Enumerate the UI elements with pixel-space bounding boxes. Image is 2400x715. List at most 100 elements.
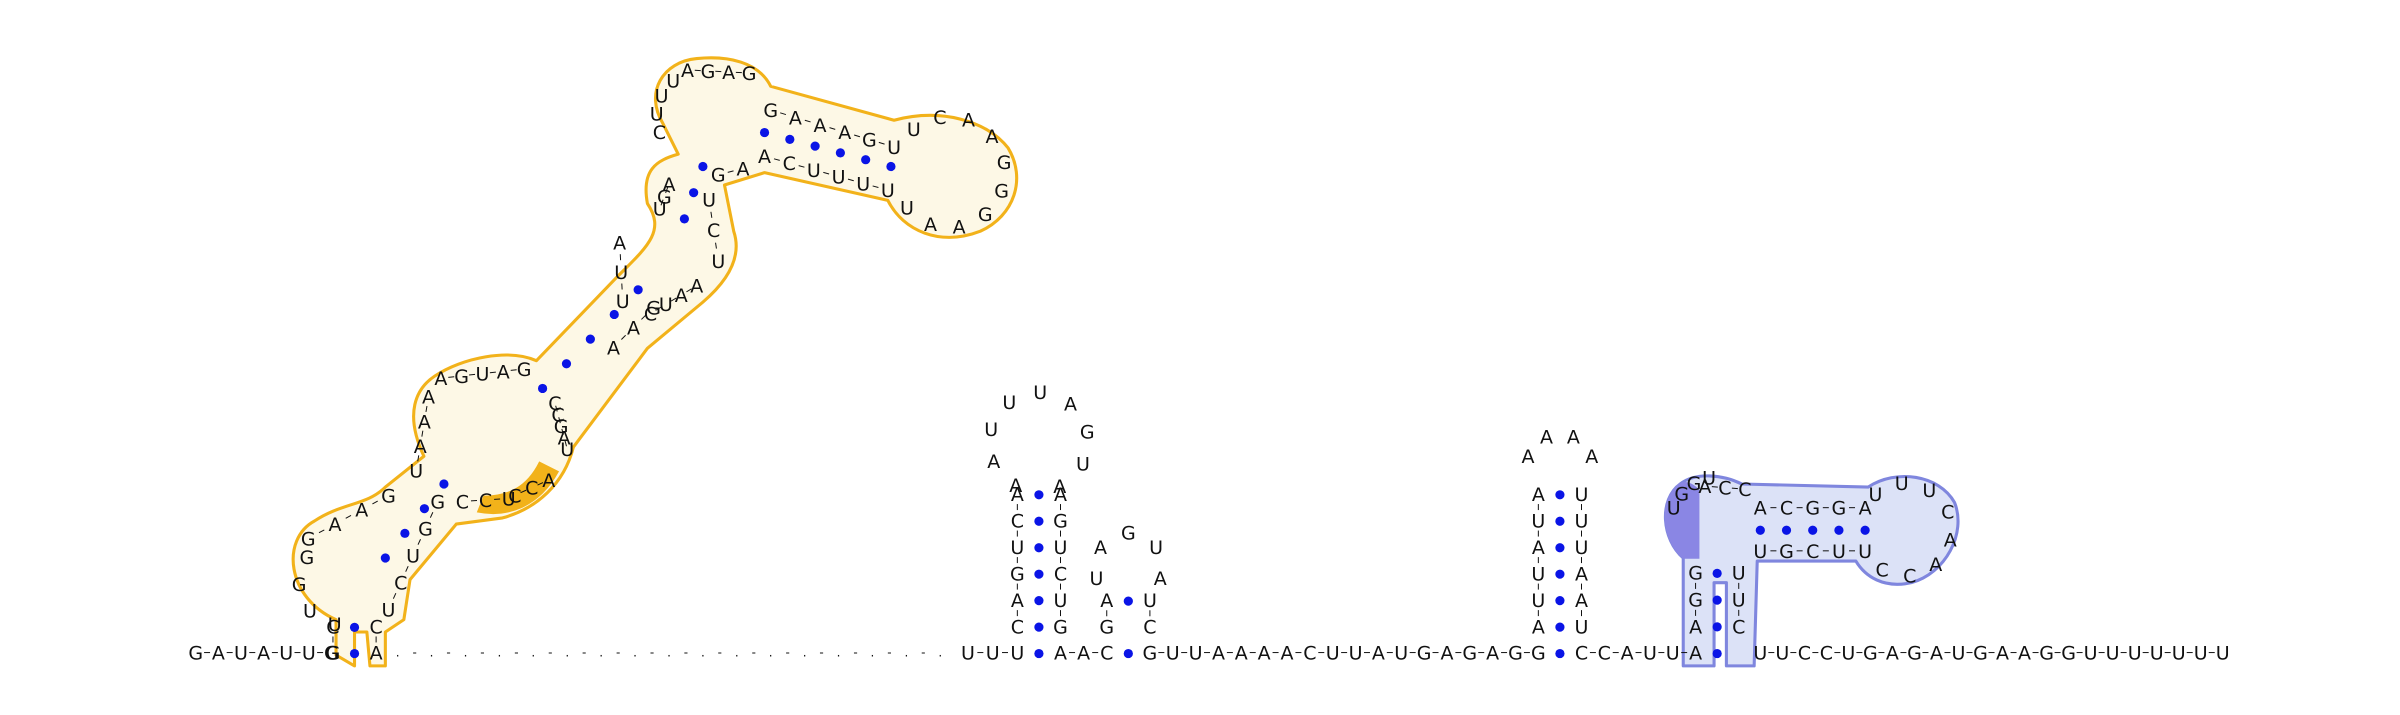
base-pair-dot: [419, 504, 430, 514]
nucleotide: G: [711, 165, 726, 187]
base-pair-dot: [1555, 490, 1565, 500]
base-pair-dot: [585, 334, 595, 344]
backbone-link: [421, 430, 424, 437]
nucleotide: C: [1598, 643, 1611, 665]
backbone-link: [854, 134, 861, 138]
backbone-link: [670, 297, 677, 302]
base-pair-dot: [861, 155, 871, 165]
nucleotide: A: [1532, 537, 1545, 559]
gap-dot: -: [616, 646, 620, 660]
nucleotide: A: [1011, 590, 1024, 612]
nucleotide: A: [1094, 537, 1107, 559]
backbone-link: [318, 529, 325, 534]
nucleotide: A: [675, 285, 688, 307]
nucleotide: U: [1531, 510, 1545, 532]
backbone-link: [425, 405, 428, 413]
nucleotide: U: [986, 643, 1000, 665]
nucleotide: G: [326, 643, 341, 665]
nucleotide: U: [984, 419, 998, 441]
backbone-link: [773, 158, 780, 161]
gap-dot: .: [430, 646, 434, 660]
base-pair-dot: [1712, 595, 1722, 605]
gap-dot: .: [701, 646, 705, 660]
nucleotide: A: [1077, 643, 1090, 665]
nucleotide: G: [454, 366, 469, 388]
backbone-link: [621, 334, 626, 340]
nucleotide: A: [355, 500, 368, 522]
nucleotide: C: [1806, 541, 1819, 563]
nucleotide: A: [1754, 498, 1767, 520]
gap-dot: .: [565, 646, 569, 660]
base-pair-dot: [380, 553, 390, 563]
nucleotide: U: [1922, 480, 1936, 502]
gap-dot: .: [633, 646, 637, 660]
base-pair-dot: [400, 528, 410, 538]
nucleotide: A: [1258, 643, 1271, 665]
nucleotide: A: [736, 159, 749, 181]
nucleotide: A: [1575, 590, 1588, 612]
backbone-link: [405, 566, 409, 572]
nucleotide: U: [409, 461, 423, 483]
nucleotide: U: [2172, 643, 2186, 665]
backbone-link: [686, 288, 692, 293]
nucleotide: U: [881, 180, 895, 202]
nucleotide: U: [832, 167, 846, 189]
base-pair-dot: [1034, 622, 1044, 632]
nucleotide: A: [1372, 643, 1385, 665]
nucleotide: A: [1522, 446, 1535, 468]
nucleotide: A: [1154, 568, 1167, 590]
nucleotide: U: [2084, 643, 2098, 665]
gap-dot: -: [752, 646, 756, 660]
nucleotide: G: [301, 528, 316, 550]
nucleotide: U: [1666, 643, 1680, 665]
nucleotide: U: [1394, 643, 1408, 665]
nucleotide: C: [1718, 478, 1731, 500]
gap-dot: -: [887, 646, 891, 660]
base-pair-dot: [561, 359, 572, 369]
nucleotide: G: [763, 100, 778, 122]
base-pairs: [349, 127, 1870, 659]
nucleotide: U: [502, 488, 516, 510]
gap-dot: -: [921, 646, 925, 660]
nucleotide: U: [2150, 643, 2164, 665]
nucleotide: C: [326, 616, 339, 638]
nucleotide: U: [1775, 643, 1789, 665]
backbone-link: [372, 500, 378, 505]
nucleotide: U: [1667, 497, 1681, 519]
backbone-link: [660, 199, 664, 206]
backbone-link: [561, 428, 564, 435]
base-pair-dot: [886, 161, 896, 172]
nucleotide: C: [1100, 643, 1113, 665]
nucleotide: G: [1674, 483, 1689, 505]
nucleotide: C: [1732, 616, 1745, 638]
nucleotide: U: [1869, 484, 1883, 506]
nucleotide: A: [987, 451, 1000, 473]
nucleotide: U: [1531, 590, 1545, 612]
gap-dot: .: [498, 646, 502, 660]
base-pair-dot: [633, 285, 643, 295]
nucleotide: U: [711, 251, 725, 273]
base-pair-dot: [1555, 569, 1565, 579]
nucleotide: G: [742, 63, 757, 85]
backbone-link: [392, 592, 397, 599]
nucleotide: G: [188, 643, 203, 665]
nucleotide: G: [517, 359, 532, 381]
nucleotide: U: [666, 71, 680, 93]
nucleotide: U: [616, 291, 630, 313]
nucleotide: U: [234, 643, 248, 665]
backbone-link: [417, 455, 420, 462]
backbone-link: [564, 440, 567, 447]
gap-dot: .: [803, 646, 807, 660]
nucleotide: G: [1508, 643, 1523, 665]
gap-dot: .: [871, 646, 875, 660]
nucleotide: U: [1054, 537, 1068, 559]
nucleotide: C: [548, 393, 561, 415]
nucleotide: A: [1698, 476, 1711, 498]
nucleotide: A: [681, 60, 694, 82]
nucleotide: U: [1753, 643, 1767, 665]
nucleotide: A: [662, 174, 675, 196]
nucleotide: A: [1996, 643, 2009, 665]
backbone-link: [429, 512, 434, 518]
gap-dot: .: [531, 646, 535, 660]
nucleotide: C: [653, 122, 666, 144]
